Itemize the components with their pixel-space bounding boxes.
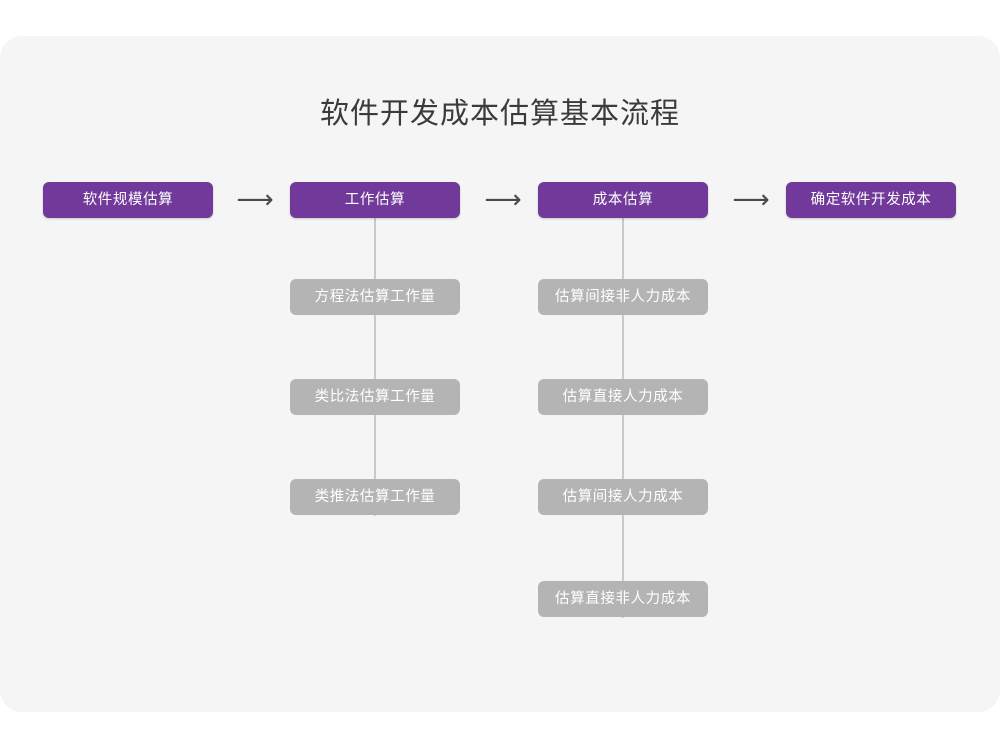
substep-node-indirect-labor-cost[interactable]: 估算间接人力成本 <box>538 479 708 515</box>
stage-node-software-scale-estimation[interactable]: 软件规模估算 <box>43 182 213 218</box>
stage-node-determine-development-cost[interactable]: 确定软件开发成本 <box>786 182 956 218</box>
diagram-card <box>0 36 1000 712</box>
substep-node-direct-labor-cost[interactable]: 估算直接人力成本 <box>538 379 708 415</box>
substep-node-equation-method-effort[interactable]: 方程法估算工作量 <box>290 279 460 315</box>
arrow-stage-1-to-stage-2: ⟶ <box>236 185 274 215</box>
substep-node-indirect-nonlabor-cost[interactable]: 估算间接非人力成本 <box>538 279 708 315</box>
arrow-stage-3-to-stage-4: ⟶ <box>732 185 770 215</box>
page-title: 软件开发成本估算基本流程 <box>319 98 680 130</box>
stage-node-cost-estimation[interactable]: 成本估算 <box>538 182 708 218</box>
substep-node-direct-nonlabor-cost[interactable]: 估算直接非人力成本 <box>538 581 708 617</box>
arrow-stage-2-to-stage-3: ⟶ <box>484 185 522 215</box>
substep-node-analogy-method-effort[interactable]: 类比法估算工作量 <box>290 379 460 415</box>
connector-stage-2 <box>374 218 376 516</box>
substep-node-inference-method-effort[interactable]: 类推法估算工作量 <box>290 479 460 515</box>
connector-stage-3 <box>622 218 624 618</box>
stage-node-effort-estimation[interactable]: 工作估算 <box>290 182 460 218</box>
